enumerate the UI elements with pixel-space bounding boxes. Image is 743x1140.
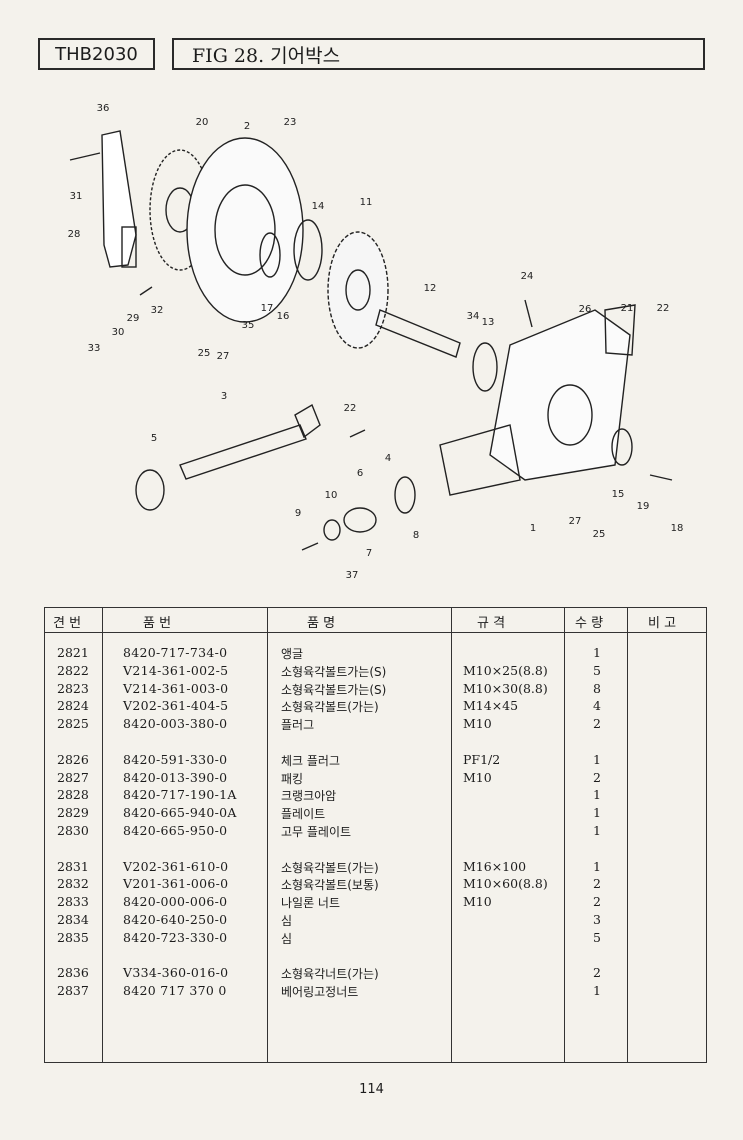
rubber-plate-shape [121,226,137,268]
callout: 23 [284,117,297,128]
callout: 27 [569,516,582,527]
callout: 37 [346,570,359,581]
callout: 35 [242,320,255,331]
bearing-shape-13 [472,342,498,392]
callout: 7 [366,548,372,559]
bearing-shape-5 [135,469,165,511]
crank-arm-shape [101,130,137,268]
callout: 26 [579,304,592,315]
callout: 16 [277,311,290,322]
callout: 27 [217,351,230,362]
callout: 30 [112,327,125,338]
header-qty: 수 량 [575,616,604,631]
table-header: 견 번 품 번 품 명 규 격 수 량 비 고 [45,608,706,633]
callout: 13 [482,317,495,328]
callout: 20 [196,117,209,128]
model-code: THB2030 [38,38,155,70]
callout: 14 [312,201,325,212]
callout: 21 [621,303,634,314]
bearing-shape-14 [293,219,323,281]
header-part-no: 품 번 [143,616,172,631]
callout: 19 [637,501,650,512]
callout: 17 [261,303,274,314]
callout: 32 [151,305,164,316]
figure-title: FIG 28. 기어박스 [172,38,705,70]
seal-shape [611,428,633,466]
callout: 15 [612,489,625,500]
callout: 24 [521,271,534,282]
callout: 28 [68,229,81,240]
header-key-no: 견 번 [53,616,82,631]
callout: 5 [151,433,157,444]
plate-shape [604,304,636,356]
callout: 6 [357,468,363,479]
callout: 8 [413,530,419,541]
callout: 36 [97,103,110,114]
header-spec: 규 격 [477,616,506,631]
bevel-gear-shape [327,231,389,349]
callout: 4 [385,453,391,464]
callout: 1 [530,523,536,534]
input-shaft-shape [179,424,307,480]
callout: 22 [657,303,670,314]
callout: 34 [467,311,480,322]
cover-plate-shape [186,137,304,323]
callout: 29 [127,313,140,324]
bearing-shape-17 [259,232,281,278]
callout: 31 [70,191,83,202]
callout: 18 [671,523,684,534]
callout: 11 [360,197,373,208]
gearbox-housing-shape [489,309,631,481]
callout: 12 [424,283,437,294]
callout: 25 [593,529,606,540]
callout: 25 [198,348,211,359]
callout: 10 [325,490,338,501]
exploded-gearbox-diagram: 36 20 2 23 31 14 11 28 24 12 26 21 22 32… [68,103,684,581]
pinion-shaft-shape [375,309,461,358]
callout: 3 [221,391,227,402]
header-part-name: 품 명 [307,616,336,631]
callout: 33 [88,343,101,354]
page-number: 114 [359,1082,384,1097]
header-remarks: 비 고 [648,616,677,631]
callout: 9 [295,508,301,519]
callout: 2 [244,121,250,132]
callout: 22 [344,403,357,414]
